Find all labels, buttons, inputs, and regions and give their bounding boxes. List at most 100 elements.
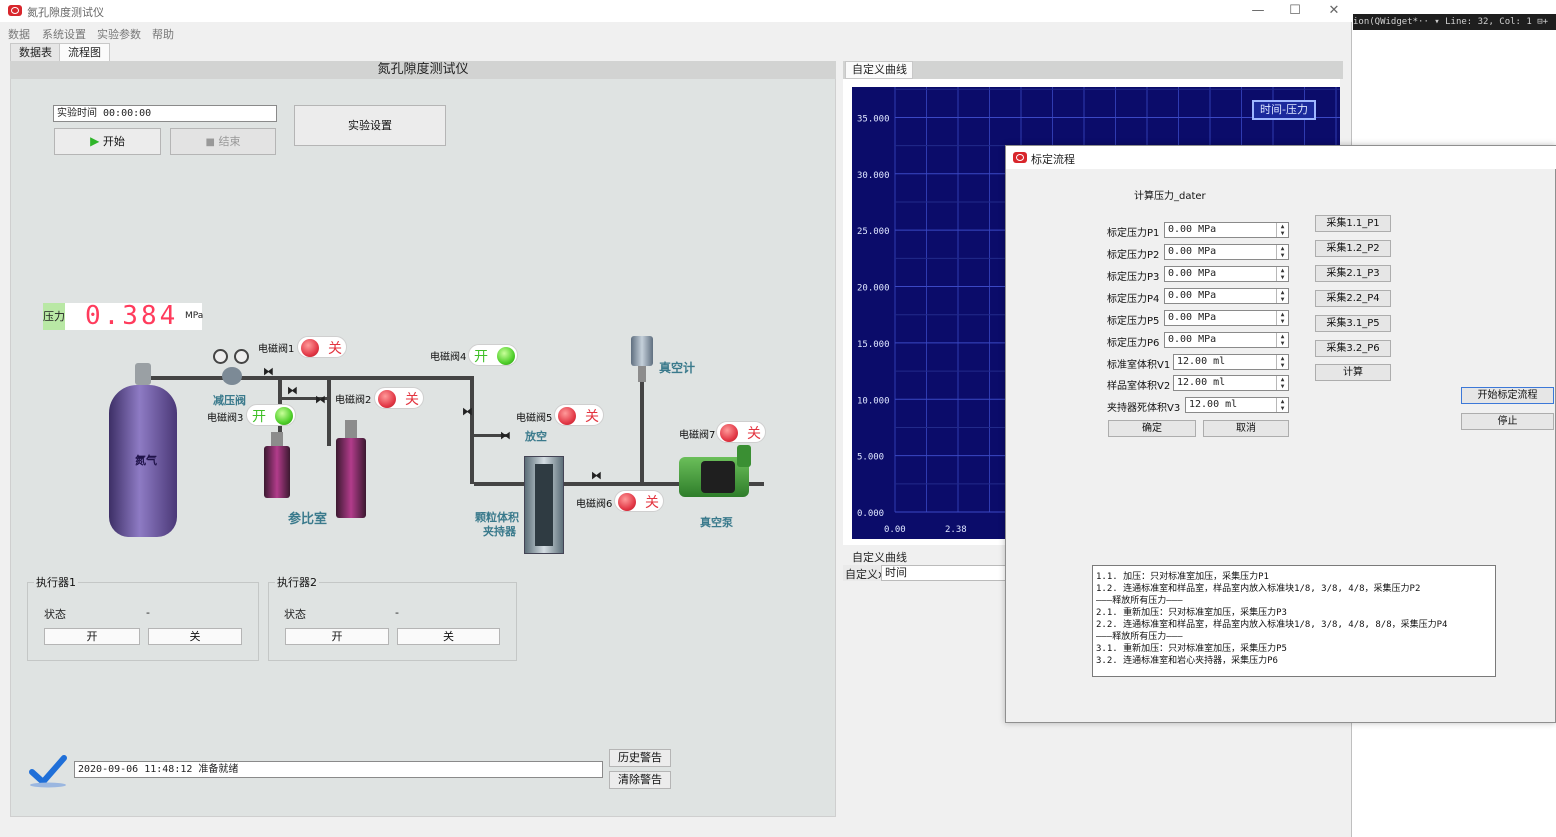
valve-4-indicator[interactable]: 开 bbox=[468, 344, 518, 366]
calibration-field-label: 夹持器死体积V3 bbox=[1107, 403, 1181, 414]
menu-data[interactable]: 数据 bbox=[8, 28, 30, 41]
valve-1-indicator[interactable]: 关 bbox=[297, 336, 347, 358]
calibration-field-label: 标定压力P1 bbox=[1107, 228, 1160, 239]
clear-warnings-button[interactable]: 清除警告 bbox=[609, 771, 671, 789]
spin-arrows-icon[interactable]: ▲▼ bbox=[1276, 376, 1288, 390]
spin-arrows-icon[interactable]: ▲▼ bbox=[1276, 355, 1288, 369]
valve-2-label: 电磁阀2 bbox=[335, 395, 372, 406]
instruction-line: 1.2. 连通标准室和样品室，样品室内放入标准块1/8, 3/8, 4/8，采集… bbox=[1096, 584, 1421, 594]
calibration-field-spinbox[interactable]: 0.00 MPa ▲▼ bbox=[1164, 288, 1289, 304]
valve-3-indicator[interactable]: 开 bbox=[246, 404, 296, 426]
calibration-field-value: 12.00 ml bbox=[1177, 356, 1226, 367]
y-tick-label: 30.000 bbox=[857, 171, 890, 181]
actuator-2-off-button[interactable]: 关 bbox=[397, 628, 500, 645]
actuator-2-group bbox=[268, 582, 517, 661]
collect-button[interactable]: 采集1.1_P1 bbox=[1315, 215, 1391, 232]
curve-legend-button[interactable]: 时间-压力 bbox=[1252, 100, 1316, 120]
actuator-1-status-value: - bbox=[146, 606, 150, 619]
actuator-1-off-button[interactable]: 关 bbox=[148, 628, 242, 645]
pipe bbox=[278, 397, 331, 400]
instruction-line: 3.1. 重新加压：只对标准室加压，采集压力P5 bbox=[1096, 644, 1287, 654]
stop-label: 结束 bbox=[218, 135, 241, 148]
valve-6-indicator[interactable]: 关 bbox=[614, 490, 664, 512]
pipe bbox=[640, 380, 644, 484]
spin-arrows-icon[interactable]: ▲▼ bbox=[1276, 289, 1288, 303]
calibration-field-spinbox[interactable]: 0.00 MPa▲▼ bbox=[1164, 310, 1289, 326]
calibration-field-value: 0.00 MPa bbox=[1168, 290, 1217, 301]
vacuum-gauge-label: 真空计 bbox=[659, 361, 696, 375]
spin-arrows-icon[interactable]: ▲▼ bbox=[1276, 223, 1288, 237]
actuator-1-on-button[interactable]: 开 bbox=[44, 628, 140, 645]
vacuum-pump-label: 真空泵 bbox=[700, 516, 733, 529]
pipe bbox=[147, 376, 470, 380]
y-tick-label: 10.000 bbox=[857, 396, 890, 406]
pipe bbox=[474, 434, 508, 437]
valve-2-indicator[interactable]: 关 bbox=[374, 387, 424, 409]
pressure-label: 压力 bbox=[43, 303, 65, 330]
valve-6-state: 关 bbox=[645, 495, 659, 511]
valve-7-indicator[interactable]: 关 bbox=[716, 421, 766, 443]
calibration-field-spinbox[interactable]: 12.00 ml ▲▼ bbox=[1173, 354, 1289, 370]
valve-5-led-icon bbox=[558, 407, 576, 425]
tab-flow-chart[interactable]: 流程图 bbox=[59, 43, 110, 61]
valve-7-state: 关 bbox=[747, 426, 761, 442]
minimize-button[interactable]: — bbox=[1251, 3, 1265, 18]
history-warnings-button[interactable]: 历史警告 bbox=[609, 749, 671, 767]
spin-arrows-icon[interactable]: ▲▼ bbox=[1276, 245, 1288, 259]
spin-arrows-icon[interactable]: ▲▼ bbox=[1276, 267, 1288, 281]
start-calibration-button[interactable]: 开始标定流程 bbox=[1461, 387, 1554, 404]
tab-data-table[interactable]: 数据表 bbox=[10, 43, 61, 61]
close-button[interactable]: ✕ bbox=[1328, 3, 1340, 18]
nitrogen-cylinder-icon bbox=[108, 363, 178, 538]
holder-label-1: 颗粒体积 bbox=[475, 511, 519, 524]
calibration-field-spinbox[interactable]: 12.00 ml▲▼ bbox=[1173, 375, 1289, 391]
actuator-1-group bbox=[27, 582, 259, 661]
vacuum-gauge-icon bbox=[628, 336, 656, 384]
y-tick-label: 20.000 bbox=[857, 284, 890, 294]
compute-button[interactable]: 计算 bbox=[1315, 364, 1391, 381]
start-button[interactable]: ▶ 开始 bbox=[54, 128, 161, 155]
collect-button[interactable]: 采集3.2_P6 bbox=[1315, 340, 1391, 357]
valve-2-state: 关 bbox=[405, 392, 419, 408]
x-tick-label: 2.38 bbox=[945, 525, 967, 535]
cancel-button[interactable]: 取消 bbox=[1203, 420, 1289, 437]
tab-custom-curve[interactable]: 自定义曲线 bbox=[845, 61, 913, 79]
menu-experiment-params[interactable]: 实验参数 bbox=[97, 28, 141, 41]
menu-system-settings[interactable]: 系统设置 bbox=[42, 28, 86, 41]
x-tick-label: 0.00 bbox=[884, 525, 906, 535]
experiment-settings-button[interactable]: 实验设置 bbox=[294, 105, 446, 146]
calibration-field-spinbox[interactable]: 0.00 MPa▲▼ bbox=[1164, 266, 1289, 282]
play-icon: ▶ bbox=[90, 134, 100, 148]
calibration-field-spinbox[interactable]: 0.00 MPa▲▼ bbox=[1164, 332, 1289, 348]
holder-label-2: 夹持器 bbox=[483, 525, 516, 538]
collect-button[interactable]: 采集3.1_P5 bbox=[1315, 315, 1391, 332]
maximize-button[interactable]: ☐ bbox=[1289, 3, 1301, 18]
window-title: 氮孔隙度测试仪 bbox=[27, 6, 104, 19]
calibration-field-spinbox[interactable]: 0.00 MPa▲▼ bbox=[1164, 222, 1289, 238]
calibration-field-value: 0.00 MPa bbox=[1168, 246, 1217, 257]
custom-curve-section-label: 自定义曲线 bbox=[852, 551, 907, 564]
spin-arrows-icon[interactable]: ▲▼ bbox=[1276, 311, 1288, 325]
spin-arrows-icon[interactable]: ▲▼ bbox=[1276, 333, 1288, 347]
calibration-field-label: 标定压力P5 bbox=[1107, 316, 1160, 327]
y-tick-label: 25.000 bbox=[857, 227, 890, 237]
menu-bar: 数据 系统设置 实验参数 帮助 bbox=[0, 24, 1352, 42]
valve-3-state: 开 bbox=[252, 409, 266, 425]
calibration-field-spinbox[interactable]: 0.00 MPa ▲▼ bbox=[1164, 244, 1289, 260]
collect-button[interactable]: 采集1.2_P2 bbox=[1315, 240, 1391, 257]
custom-x-field[interactable]: 时间 bbox=[881, 565, 1008, 581]
actuator-2-on-button[interactable]: 开 bbox=[285, 628, 389, 645]
pressure-value: 0.384 bbox=[85, 301, 179, 331]
calibration-field-spinbox[interactable]: 12.00 ml▲▼ bbox=[1185, 397, 1289, 413]
stop-button[interactable]: ■ 结束 bbox=[170, 128, 276, 155]
valve-5-indicator[interactable]: 关 bbox=[554, 404, 604, 426]
spin-arrows-icon[interactable]: ▲▼ bbox=[1276, 398, 1288, 412]
menu-help[interactable]: 帮助 bbox=[152, 28, 174, 41]
collect-button[interactable]: 采集2.2_P4 bbox=[1315, 290, 1391, 307]
instruction-line: 2.2. 连通标准室和样品室，样品室内放入标准块1/8, 3/8, 4/8, 8… bbox=[1096, 620, 1448, 630]
ok-button[interactable]: 确定 bbox=[1108, 420, 1196, 437]
collect-button[interactable]: 采集2.1_P3 bbox=[1315, 265, 1391, 282]
stop-calibration-button[interactable]: 停止 bbox=[1461, 413, 1554, 430]
valve-6-marker-icon: ⧓ bbox=[591, 469, 602, 482]
custom-x-label: 自定义x bbox=[845, 568, 885, 581]
